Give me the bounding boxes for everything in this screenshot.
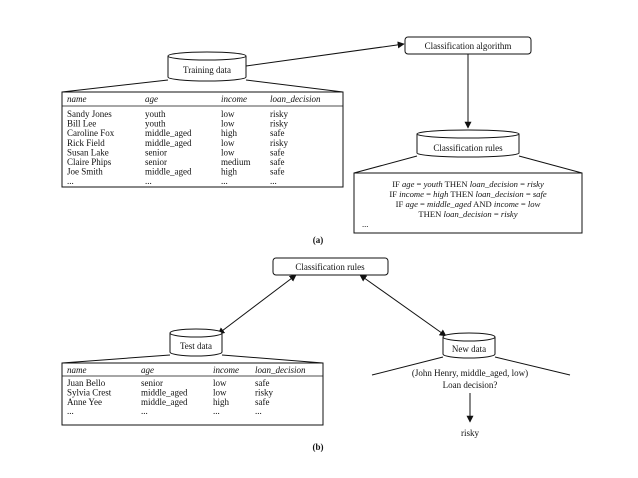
rules-connector <box>353 155 583 174</box>
table-cell: senior <box>145 147 167 157</box>
table-header-income: income <box>221 94 247 104</box>
table-header-age: age <box>141 365 154 375</box>
table-cell: ... <box>141 406 148 416</box>
table-cell: ... <box>221 176 228 186</box>
classification-rule: ... <box>362 219 368 229</box>
table-cell: Juan Bello <box>67 378 106 388</box>
table-cell: Rick Field <box>67 138 105 148</box>
table-header-loan-decision: loan_decision <box>255 365 306 375</box>
table-cell: medium <box>221 157 251 167</box>
arrow-rules-new-data <box>359 274 447 337</box>
classification-rules-label: Classification rules <box>433 143 503 153</box>
table-cell: ... <box>255 406 262 416</box>
table-cell: safe <box>270 157 285 167</box>
table-cell: ... <box>270 176 277 186</box>
table-cell: youth <box>145 119 166 129</box>
table-cell: low <box>213 378 227 388</box>
table-header-name: name <box>67 365 87 375</box>
table-cell: youth <box>145 109 166 119</box>
table-cell: middle_aged <box>141 387 188 397</box>
table-cell: high <box>221 167 238 177</box>
test-data-table: name age income loan_decision Juan Bello sen… <box>61 362 324 426</box>
table-cell: high <box>213 397 230 407</box>
panel-a: Training data name age income loan_decision… <box>61 36 583 245</box>
training-data-cylinder: Training data <box>167 51 247 82</box>
table-cell: safe <box>255 397 270 407</box>
table-header-loan-decision: loan_decision <box>270 94 321 104</box>
table-cell: risky <box>270 109 289 119</box>
panel-b-label: (b) <box>313 442 324 452</box>
table-cell: Caroline Fox <box>67 128 115 138</box>
classification-rules-list: IF age = youth THEN loan_decision = risk… <box>353 172 583 234</box>
classification-algorithm-label: Classification algorithm <box>425 41 512 51</box>
table-cell: middle_aged <box>141 397 188 407</box>
panel-a-label: (a) <box>313 235 324 245</box>
table-cell: Claire Phips <box>67 157 112 167</box>
table-cell: ... <box>67 176 74 186</box>
table-cell: Susan Lake <box>67 147 109 157</box>
new-data-cylinder: New data <box>442 332 496 359</box>
table-header-name: name <box>67 94 87 104</box>
classification-rules-box-label: Classification rules <box>295 262 365 272</box>
classification-rules-cylinder: Classification rules <box>416 129 520 158</box>
table-cell: risky <box>270 138 289 148</box>
table-cell: low <box>221 119 235 129</box>
panel-b: Classification rules Test data name age in… <box>61 257 571 452</box>
table-cell: low <box>221 147 235 157</box>
table-cell: senior <box>141 378 163 388</box>
test-data-cylinder: Test data <box>169 328 223 357</box>
table-cell: middle_aged <box>145 167 192 177</box>
table-cell: ... <box>67 406 74 416</box>
training-data-table: name age income loan_decision Sandy Jones yo… <box>61 91 344 188</box>
test-data-label: Test data <box>180 341 212 351</box>
table-cell: senior <box>145 157 167 167</box>
table-cell: ... <box>145 176 152 186</box>
table-cell: Sandy Jones <box>67 109 112 119</box>
table-cell: low <box>213 387 227 397</box>
new-data-question: Loan decision? <box>443 380 498 390</box>
table-cell: safe <box>255 378 270 388</box>
table-cell: safe <box>270 128 285 138</box>
table-cell: ... <box>213 406 220 416</box>
classification-rule: IF age = middle_aged AND income = low <box>396 199 541 209</box>
new-data-connector <box>371 356 571 376</box>
classification-rule: IF age = youth THEN loan_decision = risk… <box>392 179 544 189</box>
classification-rule: THEN loan_decision = risky <box>418 209 517 219</box>
table-cell: risky <box>270 119 289 129</box>
table-cell: low <box>221 138 235 148</box>
table-cell: safe <box>270 147 285 157</box>
table-cell: safe <box>270 167 285 177</box>
table-cell: middle_aged <box>145 128 192 138</box>
prediction-result: risky <box>461 428 480 438</box>
table-cell: Bill Lee <box>67 119 96 129</box>
table-cell: high <box>221 128 238 138</box>
new-data-tuple: (John Henry, middle_aged, low) <box>412 368 528 378</box>
table-cell: Joe Smith <box>67 167 103 177</box>
new-data-label: New data <box>452 344 486 354</box>
training-data-label: Training data <box>183 65 231 75</box>
table-cell: low <box>221 109 235 119</box>
classification-algorithm-box: Classification algorithm <box>404 36 532 55</box>
training-data-connector <box>61 79 344 93</box>
test-data-connector <box>61 354 324 364</box>
table-cell: Sylvia Crest <box>67 387 112 397</box>
table-cell: risky <box>255 387 274 397</box>
table-header-income: income <box>213 365 239 375</box>
classification-rules-box: Classification rules <box>272 257 389 276</box>
arrow-training-to-algorithm <box>245 41 405 67</box>
table-cell: middle_aged <box>145 138 192 148</box>
table-cell: Anne Yee <box>67 397 102 407</box>
arrow-rules-test-data <box>217 274 297 335</box>
table-header-age: age <box>145 94 158 104</box>
classification-rule: IF income = high THEN loan_decision = sa… <box>389 189 547 199</box>
